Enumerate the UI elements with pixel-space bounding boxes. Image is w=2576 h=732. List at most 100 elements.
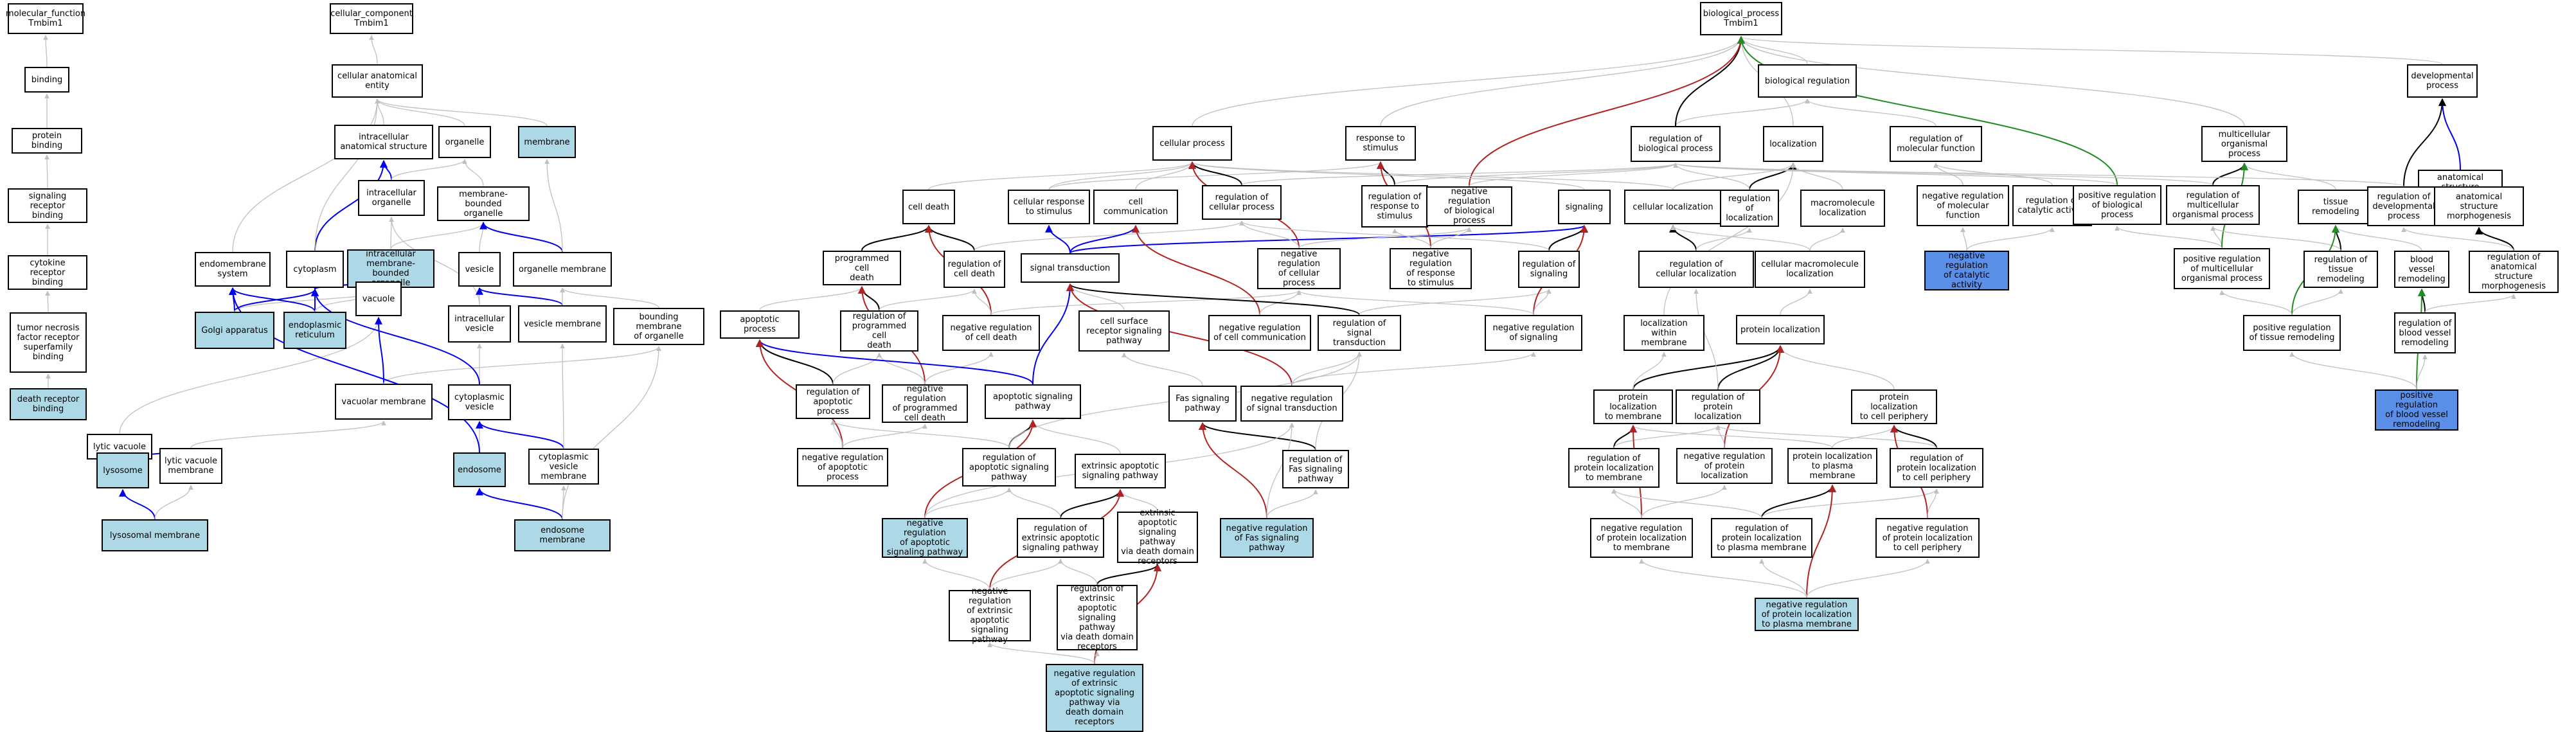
node-loc-within-mem[interactable]: localization within membrane <box>1623 315 1704 351</box>
node-prot-loc-cell-periph[interactable]: protein localization to cell periphery <box>1851 389 1937 424</box>
node-cell-surf-rec[interactable]: cell surface receptor signaling pathway <box>1078 310 1170 352</box>
node-protein-loc[interactable]: protein localization <box>1736 315 1825 344</box>
node-cytokine-rec-binding[interactable]: cytokine receptor binding <box>8 255 87 290</box>
node-neg-reg-prot-loc-mem[interactable]: negative regulation of protein localizat… <box>1590 518 1693 558</box>
node-reg-apoptotic[interactable]: regulation of apoptotic process <box>796 384 870 419</box>
node-intracell-struct[interactable]: intracellular anatomical structure <box>334 125 433 159</box>
node-reg-dev[interactable]: regulation of developmental process <box>2367 186 2440 226</box>
node-reg-prot-loc[interactable]: regulation of protein localization <box>1676 389 1760 424</box>
node-reg-prot-loc-pm[interactable]: regulation of protein localization to pl… <box>1711 518 1812 558</box>
node-reg-prot-loc-cp[interactable]: regulation of protein localization to ce… <box>1890 448 1983 488</box>
node-neg-reg-prot-loc-pm[interactable]: negative regulation of protein localizat… <box>1755 598 1859 631</box>
node-organelle[interactable]: organelle <box>438 126 491 158</box>
node-endosome[interactable]: endosome <box>453 452 506 487</box>
node-neg-reg-signaling[interactable]: negative regulation of signaling <box>1485 315 1582 351</box>
node-vacuolar-membrane[interactable]: vacuolar membrane <box>335 384 433 420</box>
node-resp-stim[interactable]: response to stimulus <box>1345 126 1416 161</box>
node-er[interactable]: endoplasmic reticulum <box>283 312 346 349</box>
node-neg-reg-cell-comm[interactable]: negative regulation of cell communicatio… <box>1208 315 1311 351</box>
node-cyto-ves-mem[interactable]: cytoplasmic vesicle membrane <box>528 449 599 485</box>
node-cyto-vesicle[interactable]: cytoplasmic vesicle <box>448 384 511 420</box>
node-reg-tissue-remod[interactable]: regulation of tissue remodeling <box>2303 251 2378 288</box>
node-cell-comm[interactable]: cell communication <box>1093 190 1178 224</box>
node-reg-loc[interactable]: regulation of localization <box>1720 190 1779 227</box>
node-org-membrane[interactable]: organelle membrane <box>513 252 612 287</box>
node-neg-reg-ext-apop-dd[interactable]: negative regulation of extrinsic apoptot… <box>1046 664 1143 732</box>
node-neg-reg-fas[interactable]: negative regulation of Fas signaling pat… <box>1220 518 1314 558</box>
node-signaling[interactable]: signaling <box>1558 190 1611 224</box>
node-death-rec-binding[interactable]: death receptor binding <box>10 388 87 420</box>
node-neg-reg-cell-death[interactable]: negative regulation of cell death <box>942 315 1040 351</box>
node-reg-bv-remod[interactable]: regulation of blood vessel remodeling <box>2394 312 2456 353</box>
node-neg-reg-ext-apop[interactable]: negative regulation of extrinsic apoptot… <box>949 587 1031 645</box>
node-fas-sig[interactable]: Fas signaling pathway <box>1168 386 1237 422</box>
node-neg-reg-cat[interactable]: negative regulation of catalytic activit… <box>1924 251 2009 290</box>
node-prot-loc-mem[interactable]: protein localization to membrane <box>1593 389 1673 424</box>
node-golgi[interactable]: Golgi apparatus <box>195 312 274 349</box>
node-neg-reg-mol-func[interactable]: negative regulation of molecular functio… <box>1917 185 2009 226</box>
node-bio-reg[interactable]: biological regulation <box>1758 64 1857 98</box>
node-cc-root[interactable]: cellular_component Tmbim1 <box>330 3 413 34</box>
node-reg-sig-trans[interactable]: regulation of signal transduction <box>1318 315 1401 351</box>
node-cellular-process[interactable]: cellular process <box>1152 126 1232 161</box>
node-cytoplasm[interactable]: cytoplasm <box>286 251 344 288</box>
node-neg-reg-resp[interactable]: negative regulation of response to stimu… <box>1390 248 1472 289</box>
node-reg-multi[interactable]: regulation of multicellular organismal p… <box>2166 185 2260 225</box>
node-reg-cell-proc[interactable]: regulation of cellular process <box>1202 185 1282 220</box>
node-neg-reg-pcd[interactable]: negative regulation of programmed cell d… <box>882 384 968 423</box>
node-ext-apop-dd[interactable]: extrinsic apoptotic signaling pathway vi… <box>1117 508 1198 566</box>
node-endomembrane[interactable]: endomembrane system <box>195 252 271 287</box>
node-pos-reg-bio[interactable]: positive regulation of biological proces… <box>2073 185 2161 225</box>
node-neg-reg-apop-sig[interactable]: negative regulation of apoptotic signali… <box>882 518 968 558</box>
node-vesicle[interactable]: vesicle <box>458 252 501 287</box>
node-bv-remod[interactable]: blood vessel remodeling <box>2394 251 2449 288</box>
node-neg-reg-prot-loc-cp[interactable]: negative regulation of protein localizat… <box>1875 518 1980 558</box>
node-vesicle-membrane[interactable]: vesicle membrane <box>518 305 607 343</box>
node-tissue-remod[interactable]: tissue remodeling <box>2298 190 2374 224</box>
node-protein-binding[interactable]: protein binding <box>12 128 82 154</box>
node-neg-reg-apoptotic[interactable]: negative regulation of apoptotic process <box>797 448 888 487</box>
node-bounding-membrane[interactable]: bounding membrane of organelle <box>613 308 704 345</box>
node-reg-bio[interactable]: regulation of biological process <box>1631 126 1721 162</box>
node-reg-signaling[interactable]: regulation of signaling <box>1518 251 1580 288</box>
node-reg-cell-loc[interactable]: regulation of cellular localization <box>1638 251 1754 288</box>
node-apop-sig[interactable]: apoptotic signaling pathway <box>985 384 1081 419</box>
node-sig-rec-binding[interactable]: signaling receptor binding <box>8 188 87 223</box>
node-neg-reg-prot-loc[interactable]: negative regulation of protein localizat… <box>1676 448 1773 484</box>
node-intracell-vesicle[interactable]: intracellular vesicle <box>448 305 511 343</box>
node-binding[interactable]: binding <box>24 67 69 93</box>
node-multicell-proc[interactable]: multicellular organismal process <box>2201 126 2287 162</box>
node-neg-reg-sig-trans[interactable]: negative regulation of signal transducti… <box>1240 386 1343 422</box>
node-reg-pcd[interactable]: regulation of programmed cell death <box>840 310 918 352</box>
node-neg-reg-bio[interactable]: negative regulation of biological proces… <box>1426 186 1512 226</box>
node-reg-apop-sig[interactable]: regulation of apoptotic signaling pathwa… <box>962 448 1056 487</box>
node-reg-ext-apop-dd[interactable]: regulation of extrinsic apoptotic signal… <box>1057 584 1138 652</box>
node-ext-apop[interactable]: extrinsic apoptotic signaling pathway <box>1075 454 1166 488</box>
node-tnf-binding[interactable]: tumor necrosis factor receptor superfami… <box>10 312 87 373</box>
node-intracell-org[interactable]: intracellular organelle <box>358 180 425 216</box>
node-lysosome[interactable]: lysosome <box>96 452 149 488</box>
node-apoptotic[interactable]: apoptotic process <box>720 310 800 339</box>
node-lysosomal-mem[interactable]: lysosomal membrane <box>102 519 208 551</box>
node-prot-loc-pm[interactable]: protein localization to plasma membrane <box>1787 448 1877 484</box>
node-macro-loc[interactable]: macromolecule localization <box>1800 190 1885 227</box>
node-cell-death[interactable]: cell death <box>902 190 955 224</box>
node-cell-loc[interactable]: cellular localization <box>1624 190 1722 224</box>
node-dev-process[interactable]: developmental process <box>2407 64 2478 98</box>
node-cell-resp-stim[interactable]: cellular response to stimulus <box>1008 190 1090 224</box>
node-vacuole[interactable]: vacuole <box>355 281 402 316</box>
node-reg-ext-apop[interactable]: regulation of extrinsic apoptotic signal… <box>1017 518 1104 558</box>
node-prog-cell-death[interactable]: programmed cell death <box>823 251 901 285</box>
node-reg-resp-stim[interactable]: regulation of response to stimulus <box>1361 185 1428 228</box>
node-pos-reg-bv-remod[interactable]: positive regulation of blood vessel remo… <box>2375 389 2458 431</box>
node-reg-anat-morph[interactable]: regulation of anatomical structure morph… <box>2469 251 2559 293</box>
node-signal-trans[interactable]: signal transduction <box>1021 253 1120 283</box>
node-cae[interactable]: cellular anatomical entity <box>332 64 423 98</box>
node-bp-root[interactable]: biological_process Tmbim1 <box>1700 2 1782 35</box>
node-reg-fas[interactable]: regulation of Fas signaling pathway <box>1282 450 1349 488</box>
node-mem-bound-org[interactable]: membrane-bounded organelle <box>437 186 530 221</box>
node-mf-root[interactable]: molecular_function Tmbim1 <box>6 3 85 34</box>
node-endosome-mem[interactable]: endosome membrane <box>514 519 611 551</box>
node-lytic-vac-mem[interactable]: lytic vacuole membrane <box>159 448 222 484</box>
node-reg-prot-loc-mem[interactable]: regulation of protein localization to me… <box>1568 448 1659 488</box>
